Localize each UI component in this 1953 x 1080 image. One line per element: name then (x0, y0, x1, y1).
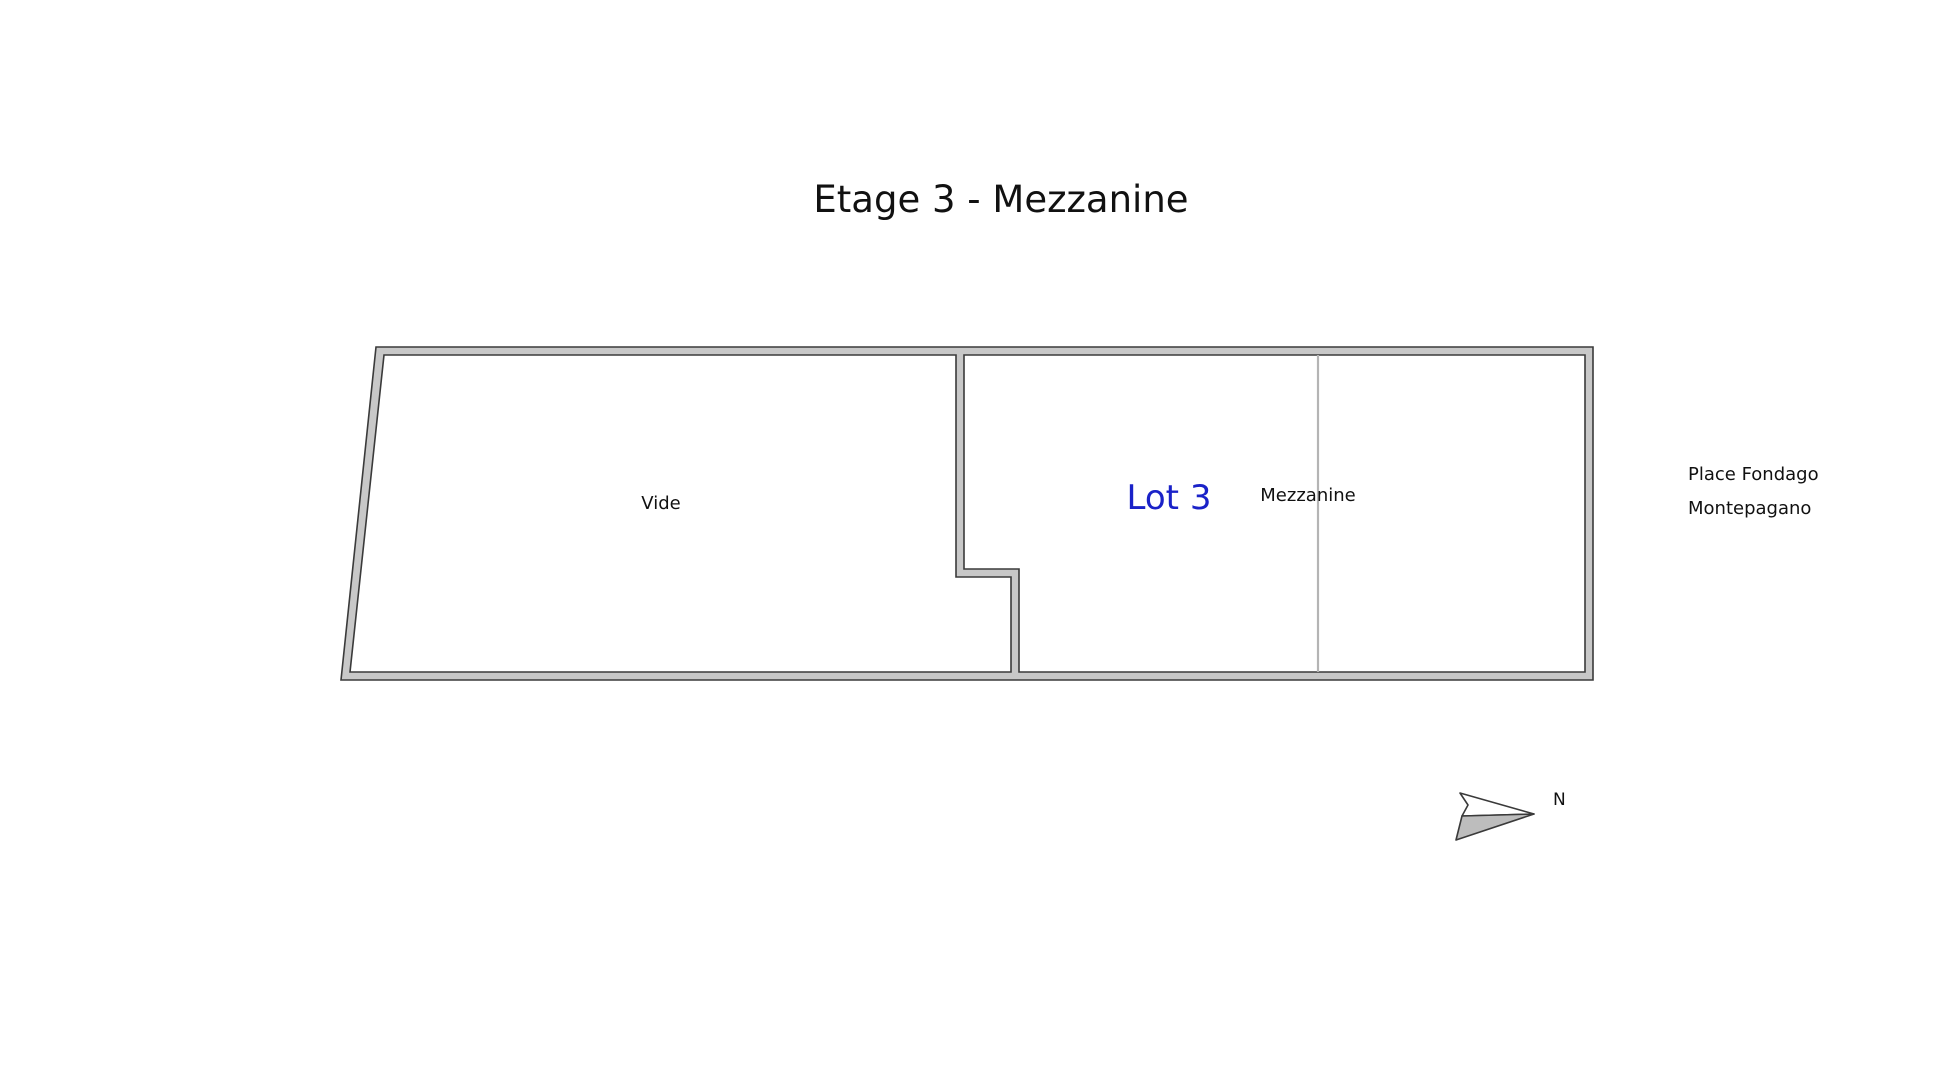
north-arrow-lower-half (1455, 813, 1535, 841)
north-arrow-upper-half (1459, 792, 1535, 817)
exterior-wall (340, 346, 1594, 681)
north-arrow-icon (1455, 792, 1535, 841)
lot-label: Lot 3 (1127, 478, 1212, 518)
room-label-vide: Vide (641, 493, 680, 514)
street-label-line1: Place Fondago (1688, 464, 1819, 485)
street-label-line2: Montepagano (1688, 498, 1811, 519)
plan-title: Etage 3 - Mezzanine (813, 178, 1188, 221)
room-label-mezzanine: Mezzanine (1260, 485, 1355, 506)
north-label: N (1553, 790, 1566, 810)
